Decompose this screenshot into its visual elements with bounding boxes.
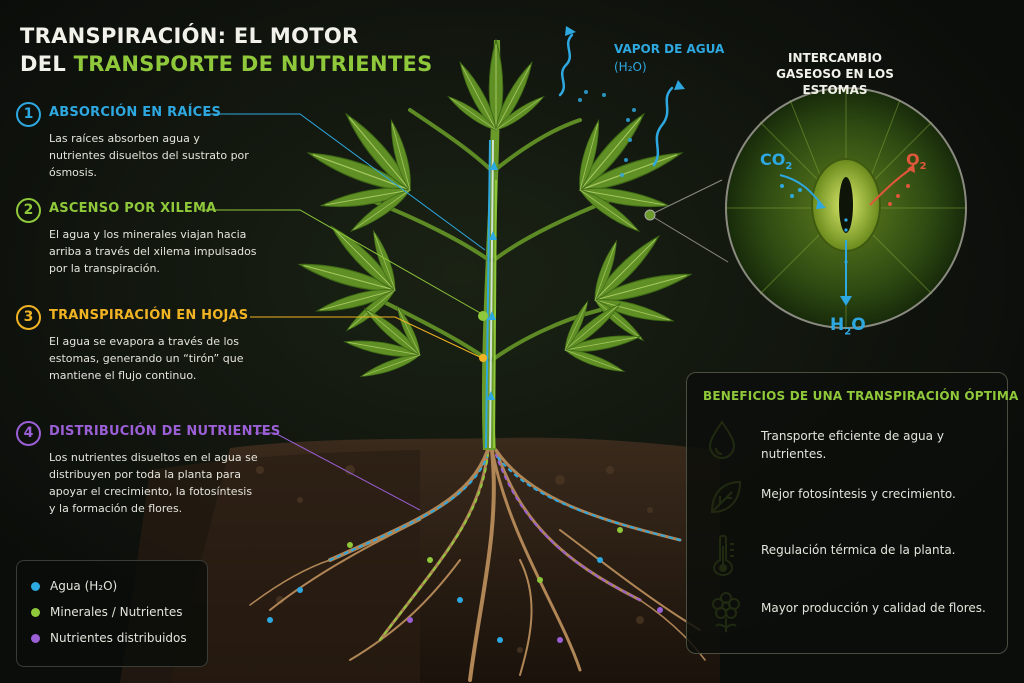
title-highlight: TRANSPORTE DE NUTRIENTES xyxy=(73,52,433,76)
o2-label: O2 xyxy=(906,150,927,173)
root-particles xyxy=(267,527,663,643)
step-3-number: 3 xyxy=(16,305,41,330)
step-2-title: ASCENSO POR XILEMA xyxy=(49,201,217,216)
vapor-arrows xyxy=(558,33,674,167)
stomata-magnifier xyxy=(725,87,967,329)
h2o-label: H2O xyxy=(830,315,866,338)
benefits-panel: BENEFICIOS DE UNA TRANSPIRACIÓN ÓPTIMA T… xyxy=(686,372,1018,654)
step-1-text: Las raíces absorben agua y nutrientes di… xyxy=(49,132,249,179)
benefit-thermal: Regulación térmica de la planta. xyxy=(761,543,956,557)
minerals-dot-icon xyxy=(31,607,40,617)
page-title: TRANSPIRACIÓN: EL MOTOR DEL TRANSPORTE D… xyxy=(20,22,433,78)
step-3-text: El agua se evapora a través de los estom… xyxy=(49,335,244,382)
title-line-2: DEL TRANSPORTE DE NUTRIENTES xyxy=(20,52,433,76)
step-2-text: El agua y los minerales viajan hacia arr… xyxy=(49,228,257,275)
legend-item-water: Agua (H₂O) xyxy=(31,573,193,599)
legend-item-distributed: Nutrientes distribuidos xyxy=(31,625,193,651)
legend-item-minerals: Minerales / Nutrientes xyxy=(31,599,193,625)
benefit-photosynthesis: Mejor fotosíntesis y crecimiento. xyxy=(761,487,956,501)
step-4-text: Los nutrientes disueltos en el agua se d… xyxy=(49,451,258,515)
step-1-number: 1 xyxy=(16,102,41,127)
benefits-title: BENEFICIOS DE UNA TRANSPIRACIÓN ÓPTIMA xyxy=(703,389,1019,403)
vapor-label: VAPOR DE AGUA (H₂O) xyxy=(614,42,725,74)
step-4-title: DISTRIBUCIÓN DE NUTRIENTES xyxy=(49,424,281,439)
stomata-title: INTERCAMBIO GASEOSO EN LOS ESTOMAS xyxy=(776,51,894,97)
step-2-number: 2 xyxy=(16,198,41,223)
transpiration-marker xyxy=(479,354,487,362)
distributed-dot-icon xyxy=(31,633,40,643)
legend: Agua (H₂O) Minerales / Nutrientes Nutrie… xyxy=(16,560,208,667)
step-3-title: TRANSPIRACIÓN EN HOJAS xyxy=(49,308,249,323)
benefit-water: Transporte eficiente de agua y nutriente… xyxy=(761,429,944,461)
title-line-1: TRANSPIRACIÓN: EL MOTOR xyxy=(20,24,359,48)
root-flow xyxy=(329,454,681,641)
water-dot-icon xyxy=(31,581,40,591)
connectors xyxy=(200,113,486,511)
benefit-flowers: Mayor producción y calidad de flores. xyxy=(761,601,986,615)
step-4-number: 4 xyxy=(16,421,41,446)
co2-label: CO2 xyxy=(760,150,793,173)
step-1-title: ABSORCIÓN EN RAÍCES xyxy=(49,105,222,120)
